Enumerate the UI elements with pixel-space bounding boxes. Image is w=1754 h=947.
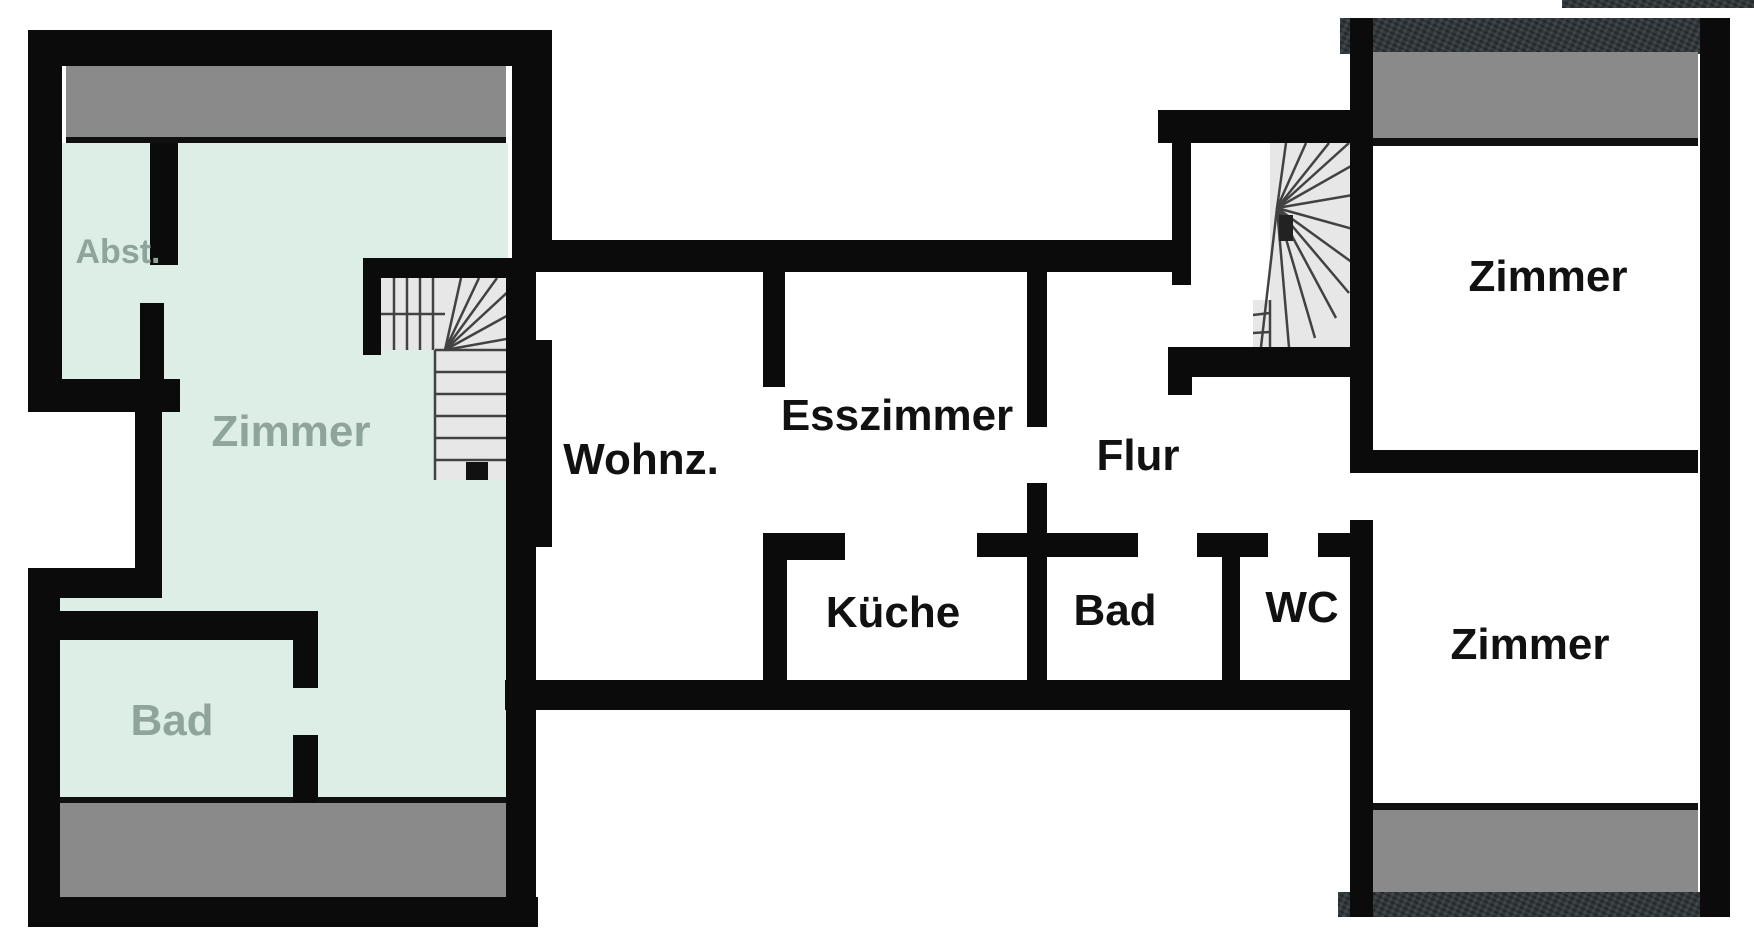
wall-segment <box>1197 533 1268 557</box>
wall-segment <box>28 568 60 927</box>
wall-segment <box>363 258 381 355</box>
wall-segment <box>512 30 552 272</box>
wall-segment <box>135 412 162 598</box>
wall-segment <box>293 735 318 802</box>
room-label-bad-left: Bad <box>130 696 214 745</box>
wall-segment <box>536 340 552 547</box>
balcony-top-right <box>1373 52 1698 138</box>
room-label-zimmer-top-right: Zimmer <box>1468 252 1628 301</box>
room-label-flur: Flur <box>1096 431 1180 480</box>
room-label-wc: WC <box>1265 583 1339 632</box>
balcony-edge-line <box>66 137 506 143</box>
terrace-bottom-left <box>60 803 507 897</box>
wall-segment <box>763 272 785 387</box>
wall-segment <box>150 143 178 265</box>
wall-segment <box>28 30 62 412</box>
exterior-wall-textured-top <box>1562 0 1754 8</box>
wall-segment <box>1027 483 1047 682</box>
room-label-bad-middle: Bad <box>1073 586 1157 635</box>
wall-segment <box>512 240 1188 272</box>
room-label-zimmer-left: Zimmer <box>211 407 371 456</box>
exterior-wall-textured-bottom <box>1338 892 1728 917</box>
wall-segment <box>1700 18 1730 917</box>
terrace-edge-line <box>60 797 507 803</box>
room-label-wohnzimmer: Wohnz. <box>563 435 719 484</box>
room-label-zimmer-bottom-right: Zimmer <box>1450 620 1610 669</box>
room-label-abstellraum: Abst. <box>75 233 161 271</box>
wall-segment <box>1047 533 1138 557</box>
wall-segment <box>363 258 512 278</box>
wall-segment <box>1222 557 1240 682</box>
exterior-notch <box>28 412 135 568</box>
wall-segment <box>505 680 1373 710</box>
balcony-edge-line <box>1373 138 1698 146</box>
balcony-bottom-right <box>1373 810 1698 892</box>
wall-segment <box>1158 110 1373 143</box>
room-label-kueche: Küche <box>825 588 961 637</box>
balcony-top-left <box>66 66 506 137</box>
wall-segment <box>1168 347 1192 395</box>
wall-segment <box>28 897 538 927</box>
wall-segment <box>1318 533 1352 557</box>
wall-segment <box>506 268 536 927</box>
balcony-edge-line <box>1373 803 1698 810</box>
wall-segment <box>1027 272 1047 427</box>
wall-segment <box>1172 143 1191 285</box>
wall-segment <box>1350 520 1373 917</box>
wall-segment <box>28 379 180 412</box>
wall-segment <box>293 640 318 688</box>
exterior-wall-textured-top <box>1340 18 1702 54</box>
wall-segment <box>1168 347 1353 377</box>
staircase-left-icon <box>381 278 512 480</box>
wall-segment <box>977 533 1027 557</box>
wall-segment <box>28 30 552 66</box>
staircase-right-icon <box>1252 143 1353 347</box>
room-label-esszimmer: Esszimmer <box>780 391 1014 440</box>
wall-segment <box>763 533 845 560</box>
wall-segment <box>1350 18 1373 473</box>
wall-segment <box>60 611 318 640</box>
wall-segment <box>1373 450 1698 473</box>
